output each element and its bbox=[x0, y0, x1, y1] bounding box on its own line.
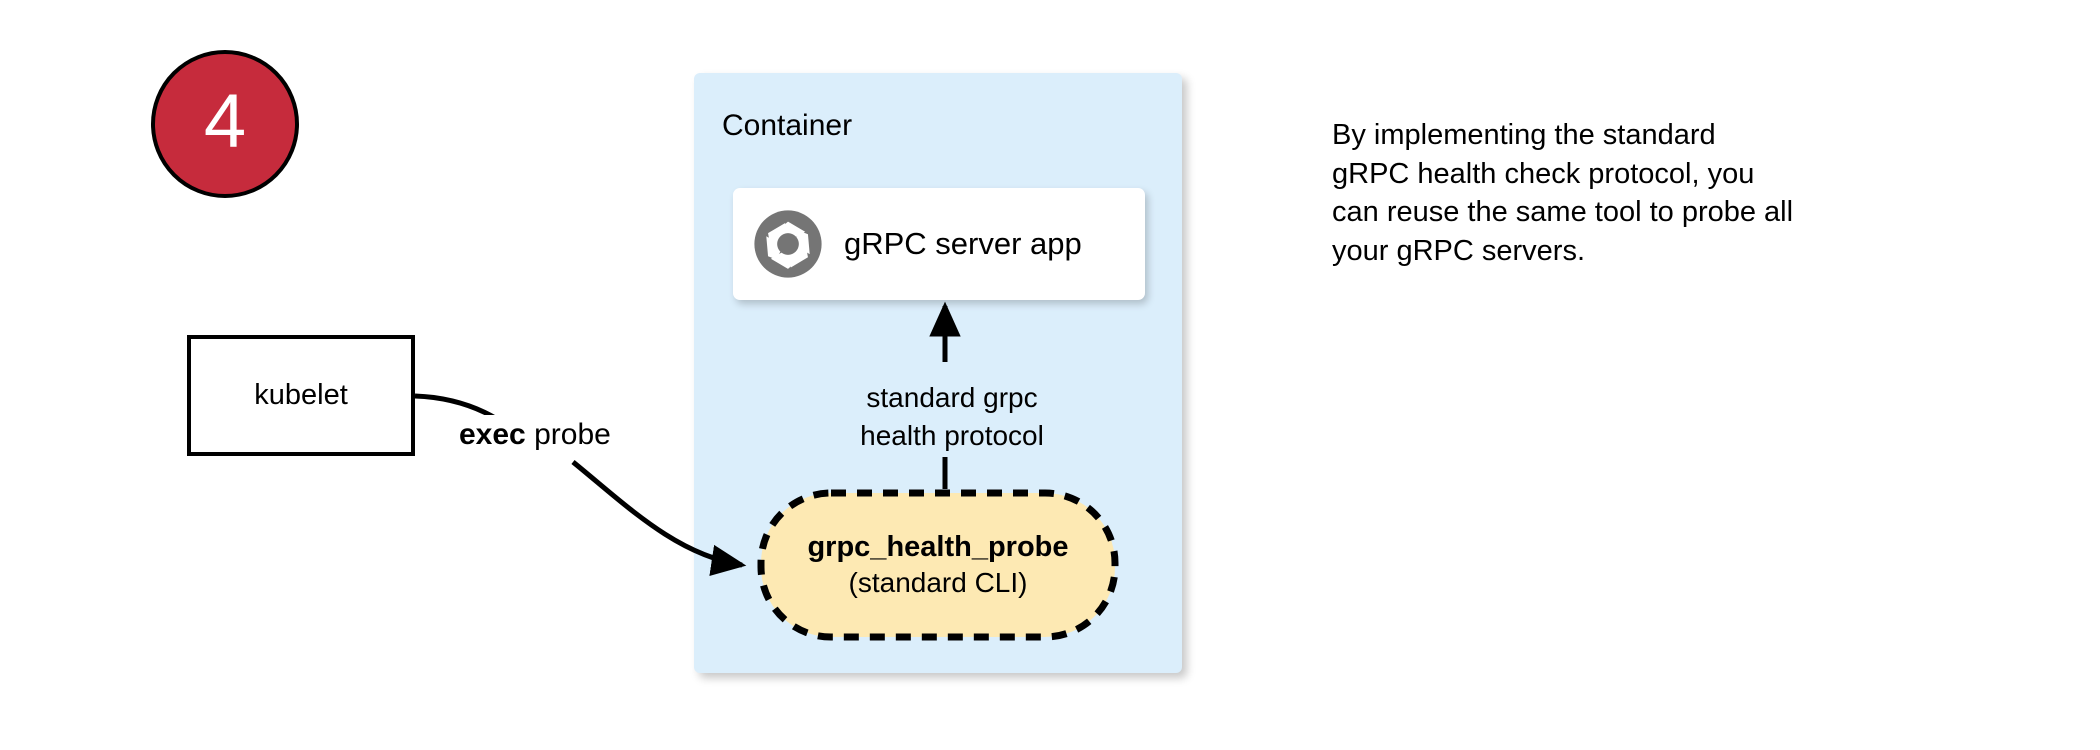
health-protocol-label-line2: health protocol bbox=[860, 419, 1044, 451]
probe-node-subtitle: (standard CLI) bbox=[848, 566, 1028, 598]
kubelet-label: kubelet bbox=[254, 379, 348, 412]
annotation-line-4: your gRPC servers. bbox=[1332, 234, 1586, 267]
kubelet-box: kubelet bbox=[187, 335, 415, 456]
grpc-server-app-label: gRPC server app bbox=[844, 226, 1082, 262]
probe-node-shape bbox=[757, 489, 1119, 641]
step-number-text: 4 bbox=[203, 79, 247, 164]
annotation-line-2: gRPC health check protocol, you bbox=[1332, 157, 1755, 190]
exec-probe-edge-label: exec probe bbox=[455, 415, 615, 455]
probe-node-text: grpc_health_probe (standard CLI) bbox=[757, 489, 1119, 641]
step-number-badge: 4 bbox=[151, 50, 299, 198]
exec-probe-label-rest: probe bbox=[525, 418, 611, 451]
annotation-line-3: can reuse the same tool to probe all bbox=[1332, 196, 1794, 229]
probe-node-title: grpc_health_probe bbox=[807, 531, 1069, 564]
annotation-text: By implementing the standard gRPC health… bbox=[1332, 116, 1793, 270]
health-protocol-edge-label: standard grpc health protocol bbox=[838, 376, 1066, 458]
aperture-icon bbox=[754, 210, 822, 278]
annotation-line-1: By implementing the standard bbox=[1332, 119, 1716, 151]
container-label: Container bbox=[722, 109, 853, 142]
grpc-health-probe-node: grpc_health_probe (standard CLI) bbox=[757, 489, 1119, 641]
grpc-server-app-card: gRPC server app bbox=[733, 188, 1145, 300]
health-protocol-label-line1: standard grpc bbox=[866, 382, 1038, 413]
exec-probe-label-bold: exec bbox=[459, 418, 526, 451]
